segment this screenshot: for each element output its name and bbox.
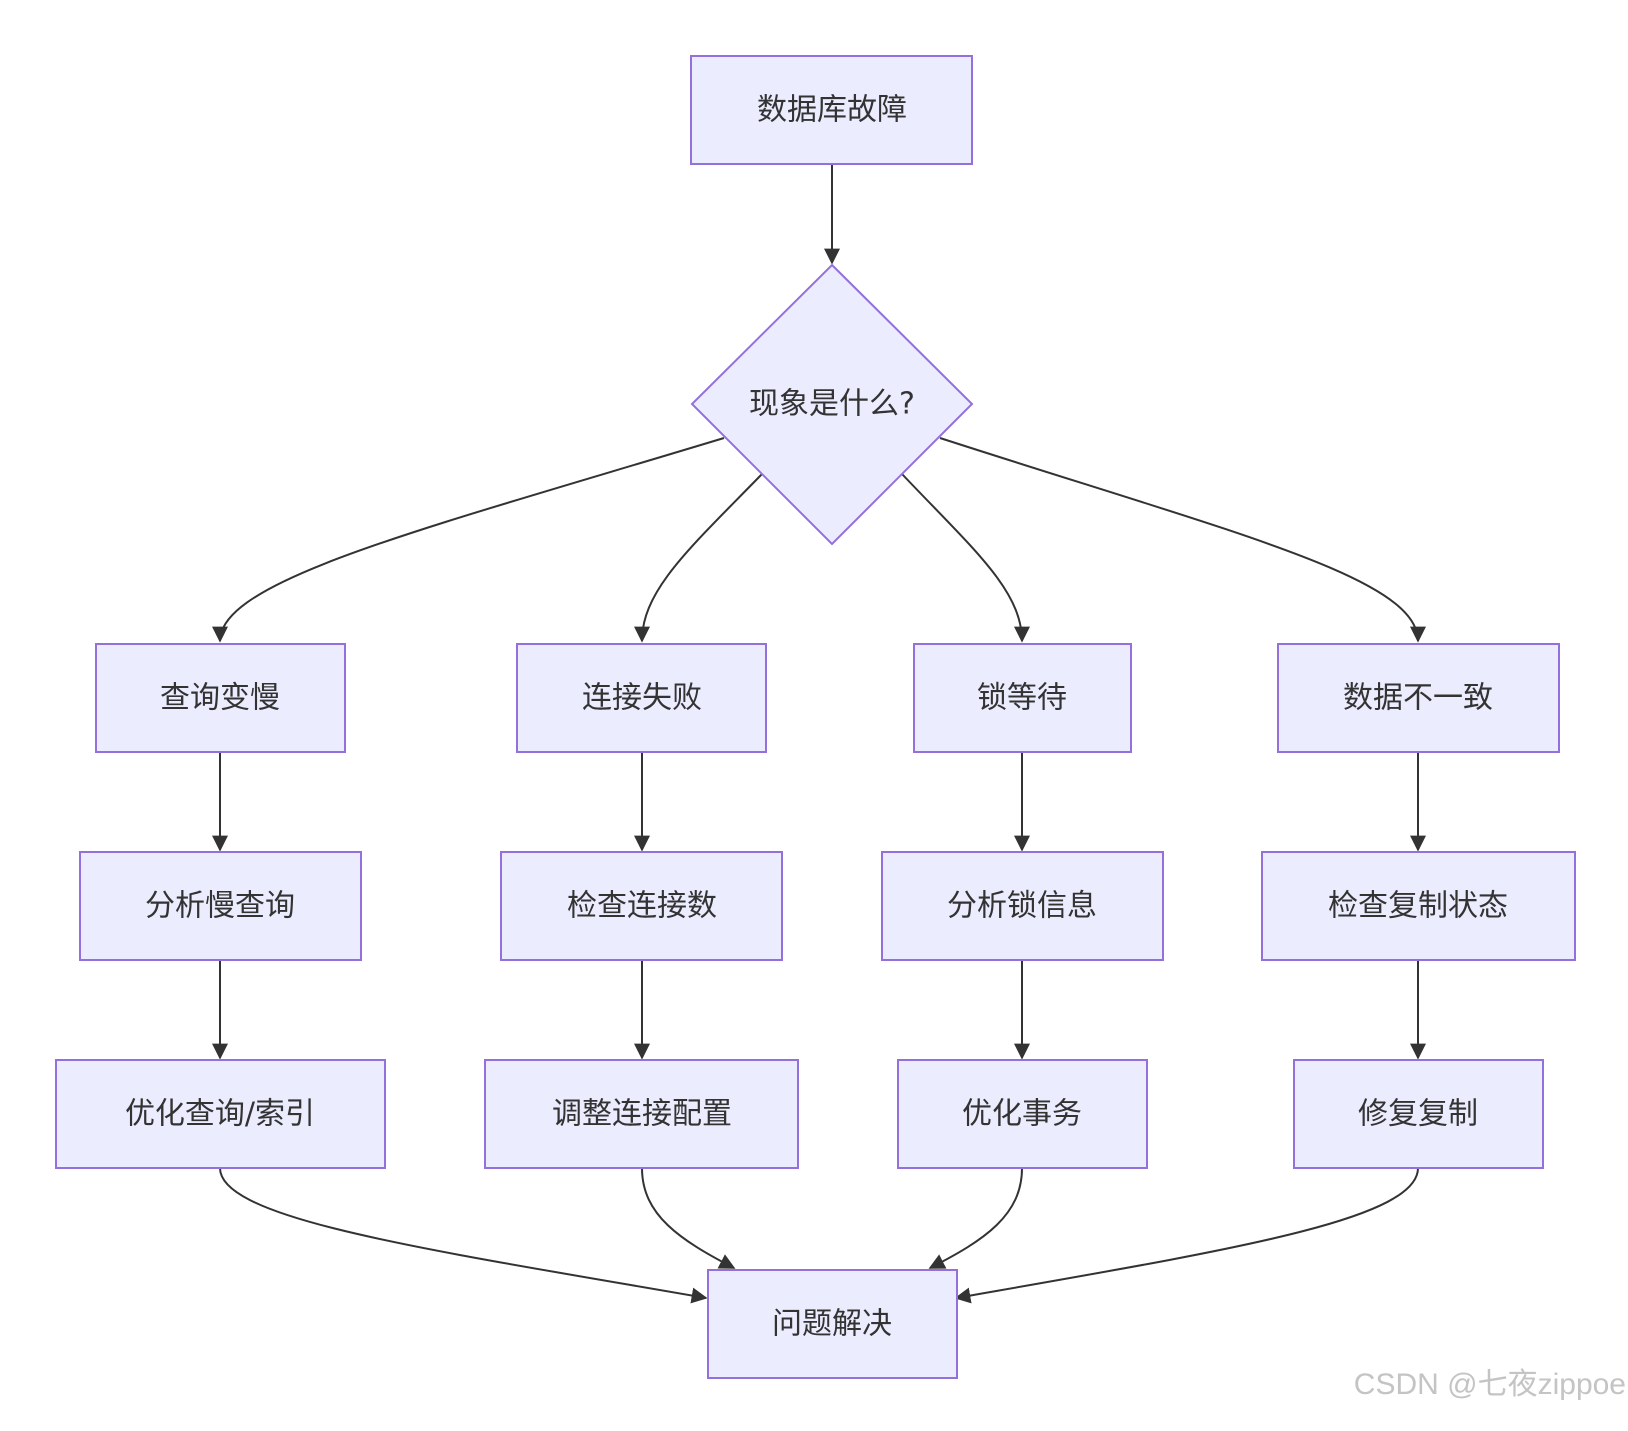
edge-b2-end: [641, 1167, 736, 1269]
node-start: 数据库故障: [690, 55, 973, 165]
node-b2-step2-label: 检查连接数: [567, 889, 717, 924]
node-b3-step2: 分析锁信息: [881, 851, 1164, 961]
node-b1-step3-label: 优化查询/索引: [125, 1097, 315, 1132]
node-end: 问题解决: [707, 1269, 958, 1379]
node-b1-step1: 查询变慢: [95, 643, 346, 753]
node-b4-step2: 检查复制状态: [1261, 851, 1576, 961]
edge-decision-b3: [901, 473, 1030, 643]
node-b4-step3: 修复复制: [1293, 1059, 1544, 1169]
node-b2-step2: 检查连接数: [500, 851, 783, 961]
edge-b3-end: [928, 1167, 1023, 1269]
node-b3-step3: 优化事务: [897, 1059, 1148, 1169]
node-decision: 现象是什么?: [690, 263, 974, 546]
node-b2-step3-label: 调整连接配置: [552, 1097, 732, 1132]
edge-decision-b2: [634, 473, 763, 643]
node-b1-step2: 分析慢查询: [79, 851, 362, 961]
node-b2-step1: 连接失败: [516, 643, 767, 753]
node-start-label: 数据库故障: [757, 93, 907, 128]
node-b3-step1-label: 锁等待: [977, 681, 1067, 716]
node-end-label: 问题解决: [772, 1307, 892, 1342]
watermark: CSDN @七夜zippoe: [1353, 1368, 1626, 1401]
node-b4-step2-label: 检查复制状态: [1328, 889, 1508, 924]
node-b2-step3: 调整连接配置: [484, 1059, 799, 1169]
node-decision-label: 现象是什么?: [749, 387, 915, 422]
node-b4-step3-label: 修复复制: [1358, 1097, 1478, 1132]
node-b3-step2-label: 分析锁信息: [947, 889, 1097, 924]
edge-decision-b1: [212, 437, 725, 643]
node-b1-step1-label: 查询变慢: [160, 681, 280, 716]
edge-decision-b4: [939, 437, 1426, 643]
node-b1-step3: 优化查询/索引: [55, 1059, 386, 1169]
node-b3-step1: 锁等待: [913, 643, 1132, 753]
edge-b1-end: [219, 1167, 708, 1304]
node-b4-step1-label: 数据不一致: [1343, 681, 1493, 716]
node-b1-step2-label: 分析慢查询: [145, 889, 295, 924]
node-b2-step1-label: 连接失败: [582, 681, 702, 716]
node-b3-step3-label: 优化事务: [962, 1097, 1082, 1132]
node-b4-step1: 数据不一致: [1277, 643, 1560, 753]
edge-b4-end: [954, 1167, 1419, 1304]
